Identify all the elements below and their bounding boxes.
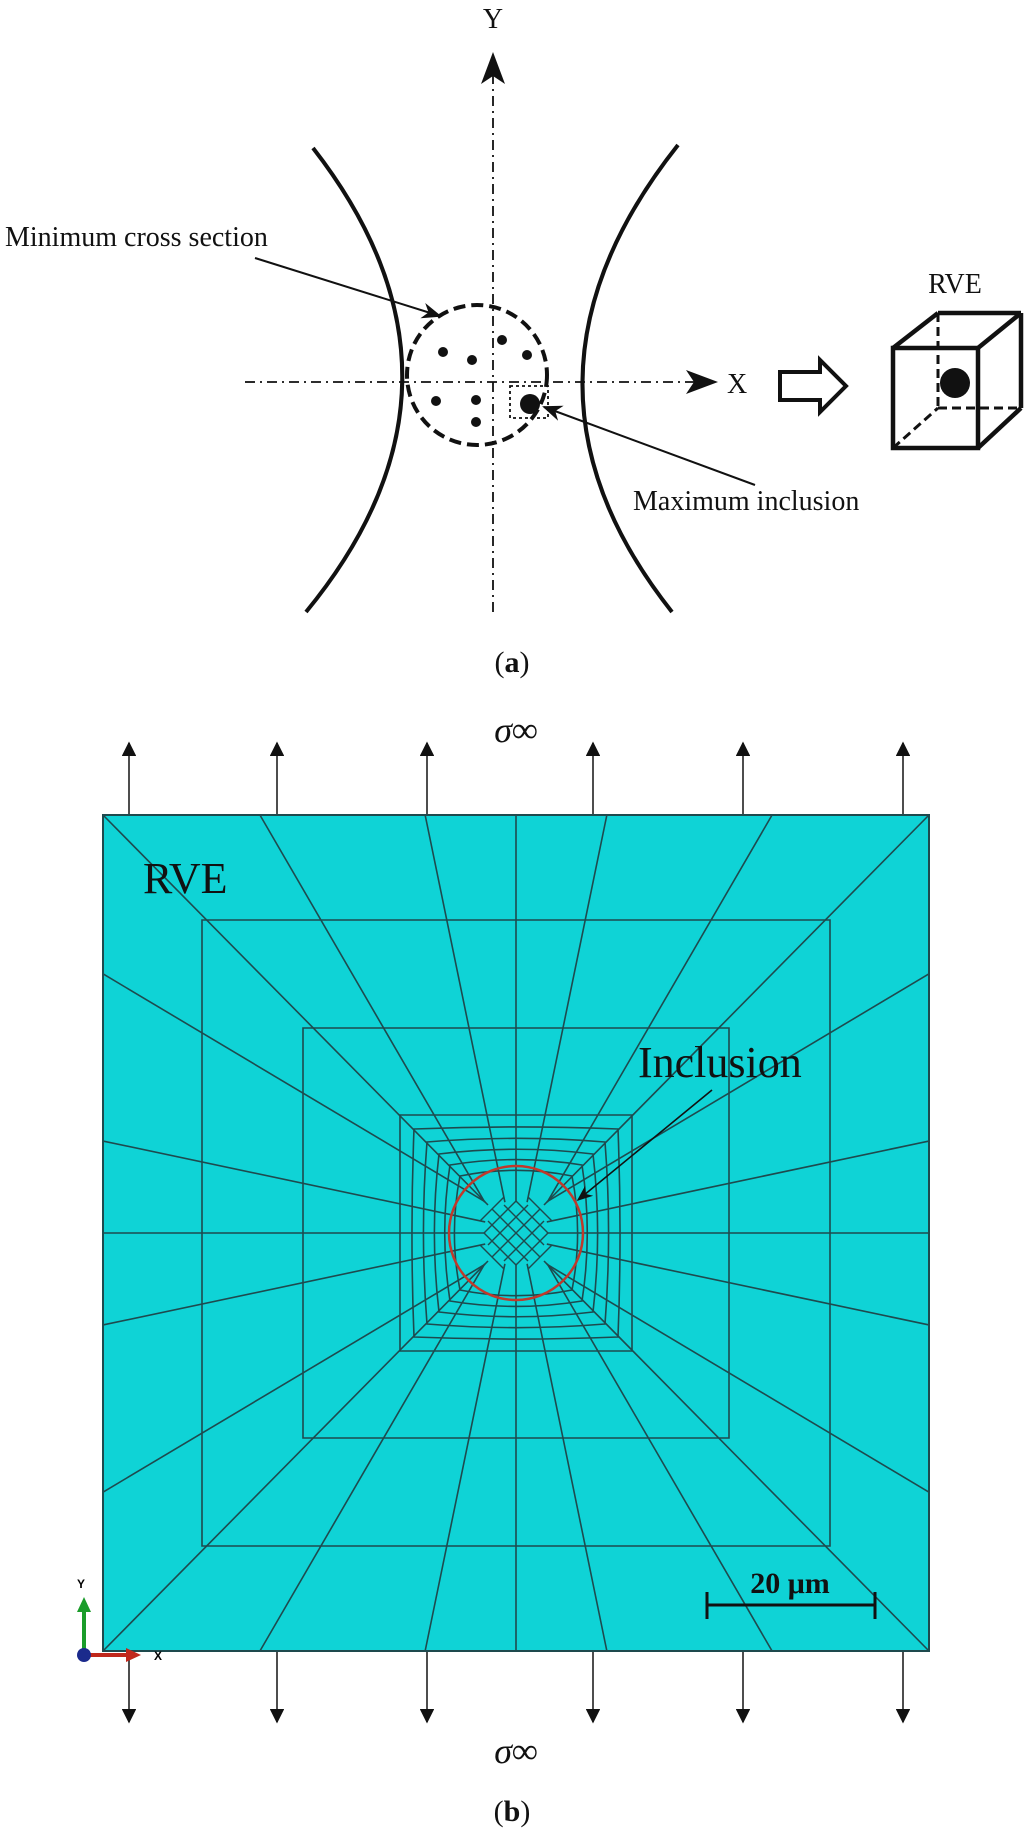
mesh-radial-line [546, 1140, 930, 1223]
caption-b: (b) [494, 1795, 531, 1828]
inclusion-dot [497, 335, 507, 345]
maximum-inclusion-box [509, 385, 549, 419]
mesh-radial-line [546, 973, 930, 1203]
mesh-ring [201, 919, 831, 1547]
inclusion-dot [438, 347, 448, 357]
triad-x-label: X [154, 1649, 162, 1663]
rve-cube-icon: RVE [890, 269, 1024, 451]
mesh-radial-line [259, 1263, 486, 1652]
mesh-radial-line [526, 1263, 608, 1652]
leader-minimum-cross-section [254, 257, 442, 319]
rve-label: RVE [143, 854, 227, 903]
rve-cube-label: RVE [928, 269, 982, 300]
mesh-radial-line [259, 814, 486, 1203]
specimen-left-contour [304, 146, 405, 614]
mesh-radial-line [102, 1140, 486, 1223]
inclusion-dots [431, 335, 532, 427]
mesh-core-line [515, 1232, 549, 1266]
mesh-core-line [503, 1204, 545, 1246]
mesh-radial-line [102, 814, 489, 1206]
scale-bar: 20 μm [705, 1567, 877, 1619]
label-maximum-inclusion: Maximum inclusion [633, 486, 859, 517]
mesh-core-line [527, 1244, 553, 1270]
caption-a: (a) [495, 646, 530, 679]
mesh-radial-line [102, 1243, 486, 1326]
mesh-radial-line [424, 814, 506, 1203]
x-axis-arrowhead [686, 370, 718, 394]
load-label-top: σ∞ [494, 710, 537, 750]
y-axis-arrowhead [481, 52, 505, 84]
mesh-radial-line [543, 1260, 930, 1652]
inclusion-label: Inclusion [638, 1038, 802, 1087]
mesh-radial-line [546, 1263, 930, 1493]
mesh-ring [302, 1027, 730, 1439]
load-arrows-top [121, 741, 911, 814]
label-minimum-cross-section: Minimum cross section [5, 222, 268, 253]
mesh-ring [443, 1158, 589, 1308]
x-axis-label: X [727, 369, 747, 400]
inclusion-outline [447, 1164, 585, 1302]
panel-a: Y X Minimum cross section Maximum inclus… [5, 4, 1024, 679]
mesh-radial-line [526, 814, 608, 1203]
triad-y-label: Y [77, 1577, 85, 1591]
inclusion-dot [467, 355, 477, 365]
mesh-core-line [515, 1200, 549, 1234]
mesh-radial-line [546, 814, 773, 1203]
inclusion-leader [576, 1089, 713, 1202]
y-axis-label: Y [483, 4, 503, 35]
load-label-bottom: σ∞ [494, 1731, 537, 1771]
mesh-radial-line [546, 1263, 773, 1652]
mesh-radial-line [546, 1243, 930, 1326]
mesh-core-line [527, 1196, 553, 1222]
inclusion-dot [471, 417, 481, 427]
mesh-core-line [503, 1220, 545, 1262]
mesh-ring [433, 1148, 599, 1318]
inclusion-dot [431, 396, 441, 406]
mesh-radial-line [102, 1263, 486, 1493]
specimen-right-contour [580, 143, 680, 614]
mesh-ring [422, 1137, 610, 1329]
panel-b: σ∞ σ∞ RVE Inclusion 20 [77, 710, 930, 1828]
maximum-inclusion [520, 394, 540, 414]
mesh-radial-line [102, 973, 486, 1203]
rve-mesh [102, 814, 930, 1652]
inclusion-dot [522, 350, 532, 360]
scale-bar-label: 20 μm [750, 1567, 830, 1600]
mesh-radial-line [543, 814, 930, 1206]
load-arrows-bottom [121, 1652, 911, 1724]
mesh-radial-line [102, 1260, 489, 1652]
mesh-radial-line [424, 1263, 506, 1652]
coordinate-triad-icon: Y X [77, 1577, 162, 1663]
inclusion-dot [471, 395, 481, 405]
transition-arrow-icon [778, 355, 849, 417]
minimum-cross-section [405, 303, 549, 447]
leader-maximum-inclusion [542, 405, 756, 486]
